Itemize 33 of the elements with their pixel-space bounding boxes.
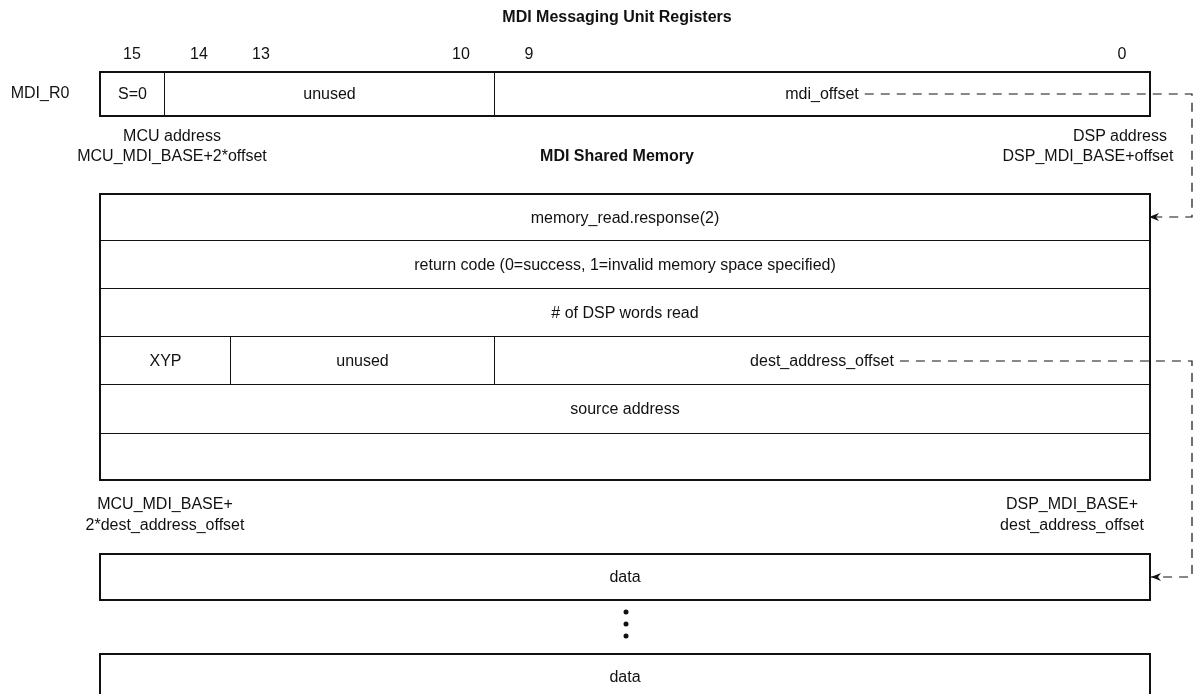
register-name: MDI_R0 [10,84,70,102]
address-label: MCU_MDI_BASE+ [97,495,233,513]
bit-number: 14 [190,45,208,63]
diagram-title: MDI Messaging Unit Registers [502,8,732,26]
bit-number: 13 [252,45,270,63]
dashed-pointer-arrow [864,93,1193,221]
address-label: 2*dest_address_offset [85,516,245,534]
register-box [99,71,1151,117]
memory-field: unused [231,337,495,385]
memory-block [99,193,1151,481]
register-field: S=0 [101,73,165,115]
memory-field: XYP [101,337,231,385]
address-label: MCU address [123,127,221,145]
bit-number: 0 [1117,45,1127,63]
register-field: mdi_offset [495,73,1149,115]
data-box: data [99,553,1151,601]
bit-number: 10 [452,45,470,63]
memory-row: return code (0=success, 1=invalid memory space specified) [101,241,1149,289]
address-label: DSP address [1073,127,1167,145]
memory-row: memory_read.response(2) [101,195,1149,241]
dashed-pointer-arrow [899,360,1193,581]
memory-row: source address [101,385,1149,433]
register-field: unused [165,73,495,115]
memory-field: dest_address_offset [495,337,1149,385]
section-heading: MDI Shared Memory [540,147,694,165]
memory-row: # of DSP words read [101,289,1149,337]
address-label: MCU_MDI_BASE+2*offset [77,147,267,165]
address-label: DSP_MDI_BASE+offset [1002,147,1174,165]
bit-number: 9 [524,45,534,63]
data-box: data [99,653,1151,694]
address-label: DSP_MDI_BASE+ [1005,495,1139,513]
address-label: dest_address_offset [1000,516,1144,534]
bit-number: 15 [123,45,141,63]
